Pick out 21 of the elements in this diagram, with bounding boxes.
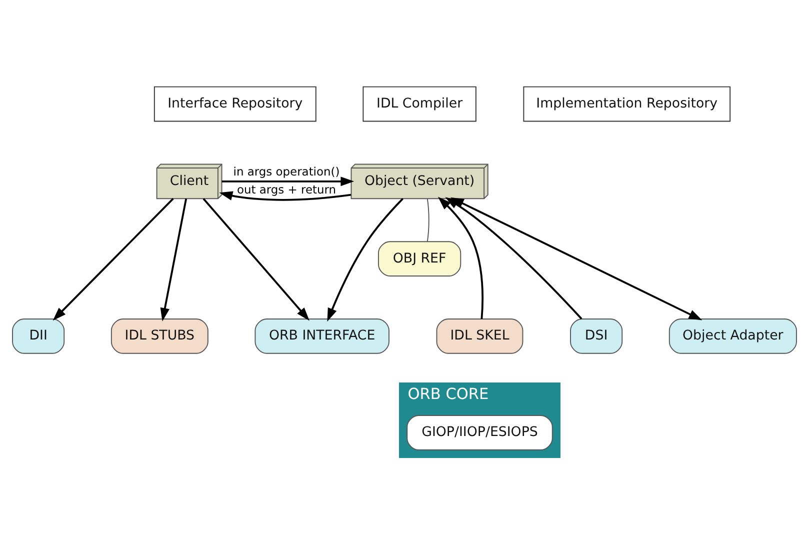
node-box: DII [12,318,65,354]
arrow [52,198,174,321]
node-box: Implementation Repository [523,86,731,122]
node-box: IDL Compiler [362,86,476,122]
arrow [450,197,702,320]
node-box: Object Adapter [668,318,797,354]
connector [426,198,430,242]
arrow [222,176,354,186]
node-box: IDL SKEL [436,318,524,354]
arrow [219,191,352,201]
node-box: GIOP/IIOP/ESIOPS [406,415,553,450]
arrow [327,198,404,322]
node-box: Interface Repository [154,86,316,122]
edge-label: in args operation() [233,164,340,178]
node-box: OBJ REF [378,241,462,276]
node-box: ORB INTERFACE [254,318,390,354]
arrow [160,198,188,322]
node-box: IDL STUBS [110,318,208,354]
arrow [202,198,310,321]
edge-label: out args + return [236,182,336,196]
node-box: DSI [570,318,623,354]
